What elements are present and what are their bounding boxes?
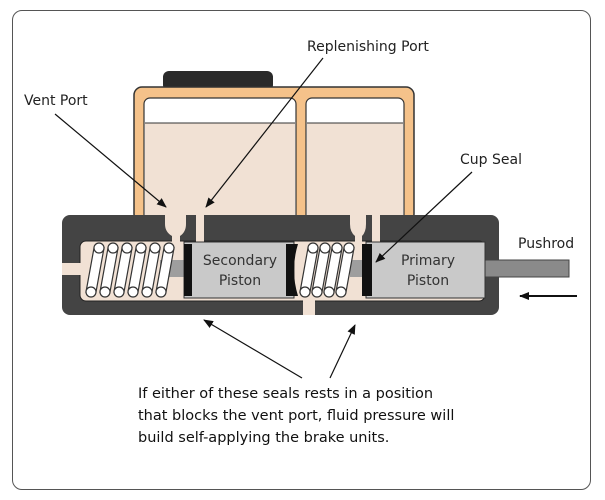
pushrod <box>484 259 570 278</box>
spring-coil-bottom <box>113 286 125 298</box>
spring-coil-top <box>319 242 331 254</box>
spring-coil-top <box>135 242 147 254</box>
vent-port-arrow <box>54 113 167 208</box>
spring-coil-top <box>343 242 355 254</box>
primary-cup-seal <box>362 244 372 296</box>
spring-coil-bottom <box>299 286 311 298</box>
spring-coil-bottom <box>85 286 97 298</box>
vent-port-rear <box>165 215 186 242</box>
spring-coil-top <box>107 242 119 254</box>
primary-return-spring <box>299 242 355 298</box>
vent-port-front <box>350 215 366 242</box>
replenishing-port-arrow <box>205 57 324 208</box>
cup-seal-label: Cup Seal <box>460 152 522 168</box>
spring-coil-bottom <box>141 286 153 298</box>
spring-coil-top <box>331 242 343 254</box>
cup-seal-arrow <box>375 171 473 263</box>
spring-coil-top <box>163 242 175 254</box>
note-arrow-front <box>329 324 356 379</box>
note-line-1: If either of these seals rests in a posi… <box>138 386 433 402</box>
vent-port-label: Vent Port <box>24 93 88 109</box>
spring-coil-top <box>121 242 133 254</box>
outlet-port-rear <box>62 263 82 275</box>
reservoir-fluid-rear <box>145 123 295 222</box>
note-arrow-rear <box>203 319 303 379</box>
secondary-piston-label-2: Piston <box>219 273 261 289</box>
spring-coil-bottom <box>323 286 335 298</box>
reservoir-fluid-front <box>307 123 403 222</box>
primary-piston-label-2: Piston <box>407 273 449 289</box>
secondary-cup-seal-rear <box>184 244 192 296</box>
primary-piston <box>365 241 486 299</box>
note-line-3: build self-applying the brake units. <box>138 430 389 446</box>
secondary-return-spring <box>85 242 175 298</box>
spring-coil-top <box>307 242 319 254</box>
spring-coil-bottom <box>155 286 167 298</box>
note-line-2: that blocks the vent port, fluid pressur… <box>138 408 454 424</box>
replenishing-port-front <box>372 212 380 242</box>
reservoir-cap <box>163 71 273 91</box>
replenishing-port-rear <box>196 212 204 242</box>
spring-coil-top <box>149 242 161 254</box>
secondary-piston-label-1: Secondary <box>203 253 277 269</box>
outlet-port-front <box>303 299 315 315</box>
secondary-piston <box>183 241 295 299</box>
spring-coil-bottom <box>335 286 347 298</box>
primary-piston-label-1: Primary <box>401 253 455 269</box>
pushrod-label: Pushrod <box>518 236 574 252</box>
spring-coil-bottom <box>311 286 323 298</box>
spring-coil-top <box>93 242 105 254</box>
spring-coil-bottom <box>127 286 139 298</box>
replenishing-port-label: Replenishing Port <box>307 39 429 55</box>
spring-coil-bottom <box>99 286 111 298</box>
